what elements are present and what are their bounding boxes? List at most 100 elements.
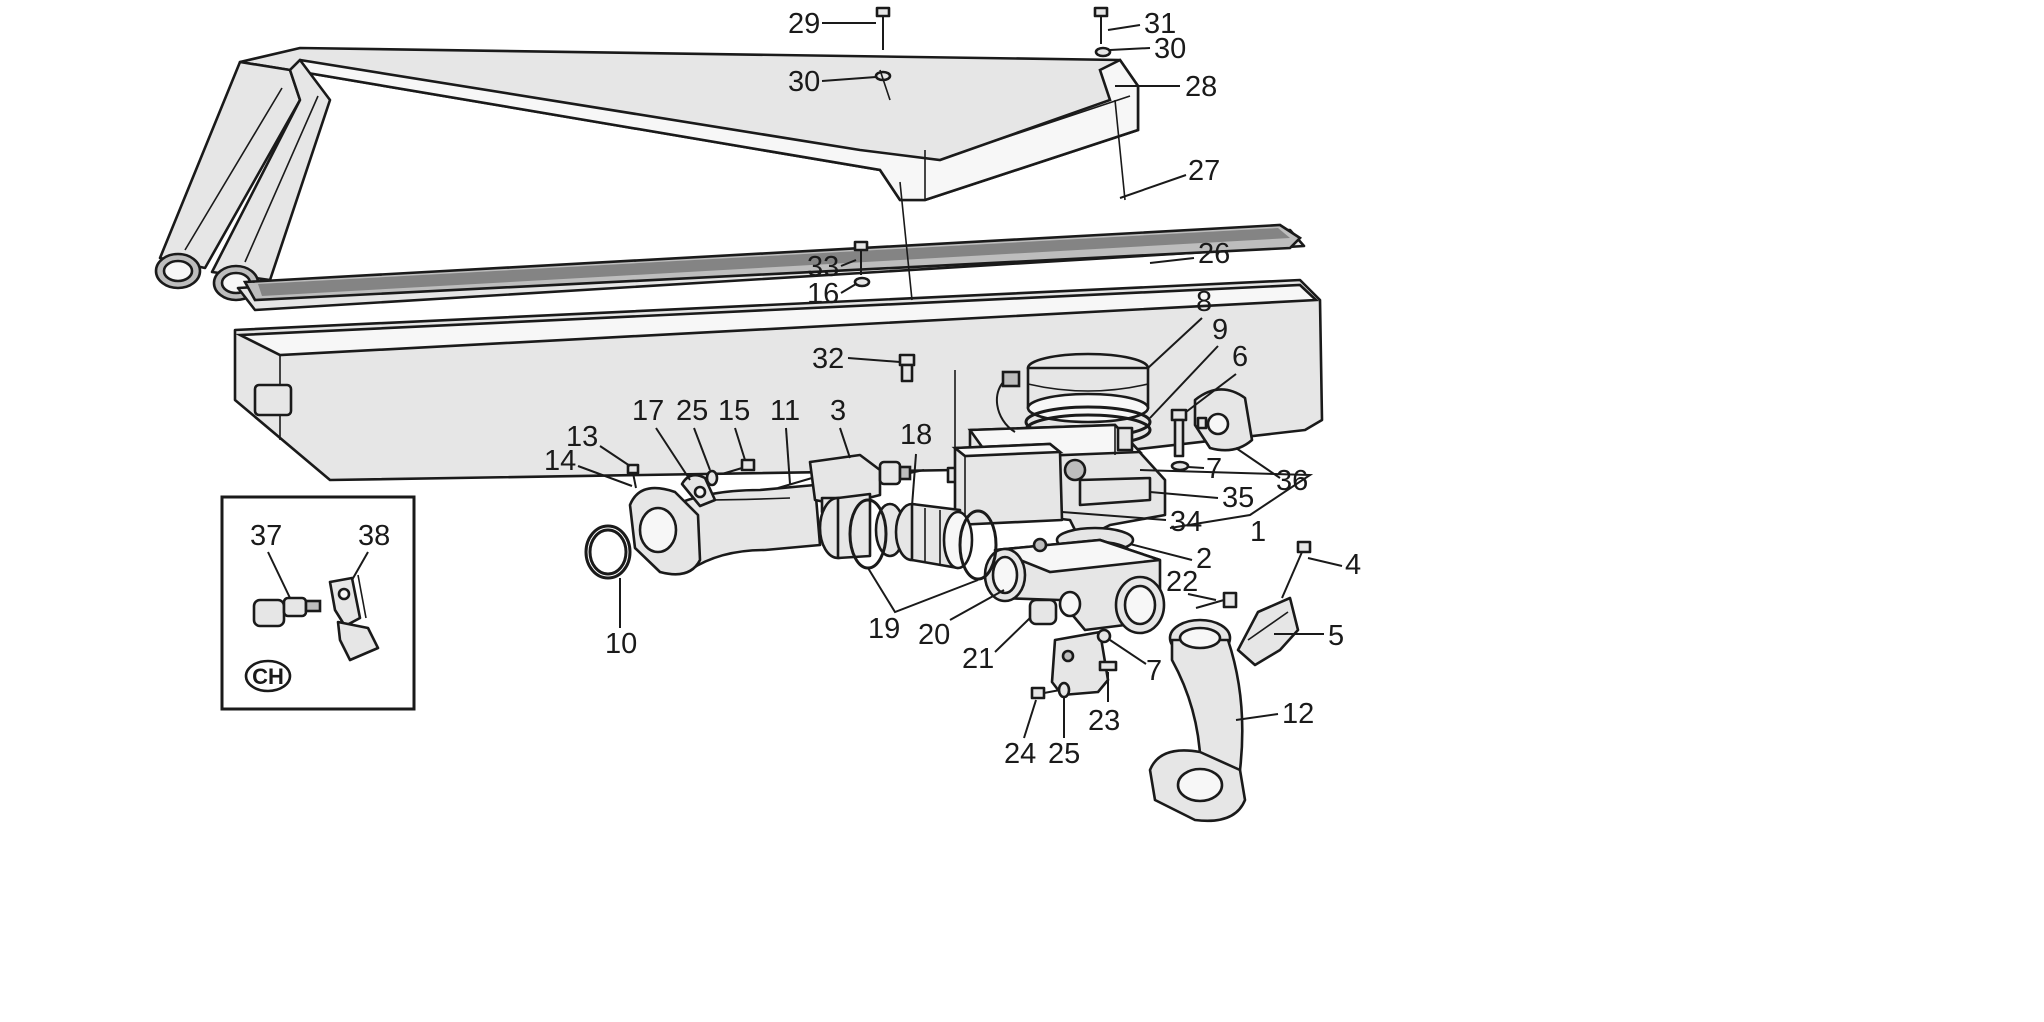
svg-text:4: 4 [1345, 549, 1361, 581]
sensor-36 [1193, 388, 1254, 452]
callout-30-left: 30 [788, 66, 877, 98]
svg-text:16: 16 [807, 278, 839, 310]
sleeve-18 [818, 492, 974, 570]
svg-text:31: 31 [1144, 8, 1176, 40]
svg-text:25: 25 [1048, 738, 1080, 770]
svg-text:37: 37 [250, 520, 282, 552]
intake-plenum-20 [983, 537, 1166, 635]
callout-17: 17 [632, 395, 691, 481]
callout-8: 8 [1147, 286, 1212, 369]
callout-29: 29 [788, 8, 876, 40]
screw-29 [875, 6, 891, 50]
callout-26: 26 [1149, 238, 1230, 270]
callout-2: 2 [1129, 543, 1212, 575]
svg-text:19: 19 [868, 613, 900, 645]
svg-text:38: 38 [358, 520, 390, 552]
ch-badge: CH [244, 659, 292, 693]
callout-30-right: 30 [1109, 33, 1186, 65]
callout-34: 34 [1061, 506, 1202, 538]
clip-17 [680, 473, 717, 508]
svg-text:3: 3 [830, 395, 846, 427]
callout-10: 10 [605, 578, 637, 660]
svg-text:2: 2 [1196, 543, 1212, 575]
svg-text:7: 7 [1146, 655, 1162, 687]
callout-19: 19 [867, 567, 979, 645]
washer-7-lower [1096, 628, 1112, 644]
svg-text:7: 7 [1206, 453, 1222, 485]
svg-text:17: 17 [632, 395, 664, 427]
callout-25-lower: 25 [1048, 698, 1080, 770]
svg-text:26: 26 [1198, 238, 1230, 270]
svg-text:30: 30 [1154, 33, 1186, 65]
svg-text:CH: CH [252, 664, 284, 689]
callout-35: 35 [1149, 482, 1254, 514]
svg-text:33: 33 [807, 251, 839, 283]
washer-16 [853, 276, 871, 288]
svg-text:27: 27 [1188, 155, 1220, 187]
svg-text:15: 15 [718, 395, 750, 427]
callout-23: 23 [1088, 672, 1120, 737]
svg-text:30: 30 [788, 66, 820, 98]
callout-1: 1 [1139, 469, 1314, 548]
callout-14: 14 [544, 445, 633, 487]
callout-5: 5 [1274, 620, 1344, 652]
airbox-base [233, 278, 1324, 484]
svg-text:18: 18 [900, 419, 932, 451]
svg-text:22: 22 [1166, 566, 1198, 598]
svg-text:23: 23 [1088, 705, 1120, 737]
svg-text:32: 32 [812, 343, 844, 375]
screw-4 [1281, 540, 1312, 599]
svg-text:6: 6 [1232, 341, 1248, 373]
rubber-mount-21 [1028, 590, 1082, 626]
svg-text:35: 35 [1222, 482, 1254, 514]
air-filter-element [236, 223, 1306, 312]
callout-25-upper: 25 [676, 395, 711, 471]
callout-37: 37 [250, 520, 291, 599]
callout-9: 9 [1149, 314, 1228, 419]
callout-33: 33 [807, 251, 857, 283]
callout-20: 20 [918, 589, 1005, 651]
bolt-22 [1195, 591, 1238, 609]
callout-22: 22 [1166, 566, 1217, 601]
svg-text:25: 25 [676, 395, 708, 427]
callout-32: 32 [812, 343, 901, 375]
pipe-12 [1148, 618, 1247, 823]
screw-24 [1030, 686, 1061, 700]
plug-37 [252, 596, 322, 628]
screw-31 [1093, 6, 1109, 44]
svg-text:5: 5 [1328, 620, 1344, 652]
svg-text:34: 34 [1170, 506, 1202, 538]
washer-30-right [1094, 46, 1112, 58]
callout-3: 3 [830, 395, 851, 459]
callout-15: 15 [718, 395, 750, 461]
intake-snorkels [154, 58, 332, 302]
callout-27: 27 [1119, 155, 1220, 199]
svg-text:13: 13 [566, 421, 598, 453]
callout-6: 6 [1185, 341, 1248, 413]
sensor-38 [328, 574, 380, 662]
svg-text:24: 24 [1004, 738, 1036, 770]
callout-7-lower: 7 [1109, 639, 1162, 687]
inset-box: 37 38 CH [220, 495, 416, 711]
callout-18: 18 [900, 419, 932, 507]
callout-21: 21 [962, 617, 1031, 675]
screw-15 [721, 458, 756, 475]
screw-33 [853, 240, 869, 275]
screw-6 [1170, 408, 1188, 458]
washer-25-upper [705, 469, 719, 487]
svg-text:28: 28 [1185, 71, 1217, 103]
svg-text:12: 12 [1282, 698, 1314, 730]
callout-28: 28 [1115, 71, 1217, 103]
intake-flange-left [628, 486, 702, 576]
svg-text:1: 1 [1250, 516, 1266, 548]
svg-text:14: 14 [544, 445, 576, 477]
svg-text:11: 11 [770, 395, 800, 427]
callout-24: 24 [1004, 699, 1037, 770]
solenoid-valve-3 [777, 453, 925, 514]
o-ring-10 [584, 524, 632, 580]
svg-text:36: 36 [1276, 465, 1308, 497]
callout-31: 31 [1107, 8, 1176, 40]
callout-16: 16 [807, 278, 857, 310]
bracket-5 [1236, 596, 1300, 667]
